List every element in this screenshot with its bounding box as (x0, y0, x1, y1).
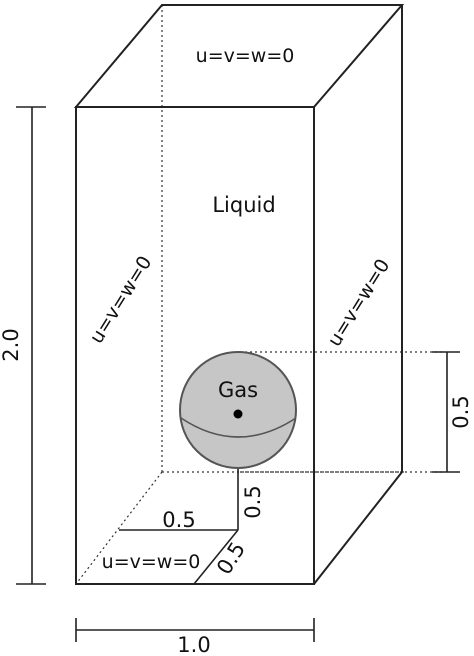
bubble-center-depth-label: 0.5 (212, 538, 250, 579)
bubble-center-dot (233, 409, 243, 419)
bubble-equator (180, 417, 297, 438)
width-dimension (75, 618, 315, 642)
left-bottom-depth-edge (75, 471, 163, 585)
bubble-center-height-label: 0.5 (241, 485, 265, 518)
width-dimension-label: 1.0 (177, 633, 210, 656)
top-boundary-label: u=v=w=0 (196, 45, 295, 67)
bubble-center-x-label: 0.5 (162, 508, 195, 532)
left-wall-label: u=v=w=0 (85, 252, 156, 347)
bubble-diameter-label: 0.5 (449, 395, 473, 428)
hidden-edges (75, 5, 445, 585)
liquid-label: Liquid (212, 193, 275, 217)
gas-bubble (179, 351, 297, 469)
gas-label: Gas (218, 378, 258, 402)
right-bottom-depth-edge (313, 471, 403, 585)
bottom-boundary-label: u=v=w=0 (102, 551, 201, 573)
floor-guide-depth (193, 529, 239, 585)
height-dimension (16, 106, 46, 585)
bubble-diameter-dimension (432, 351, 460, 473)
right-wall-label: u=v=w=0 (323, 255, 394, 350)
height-dimension-label: 2.0 (0, 328, 23, 361)
